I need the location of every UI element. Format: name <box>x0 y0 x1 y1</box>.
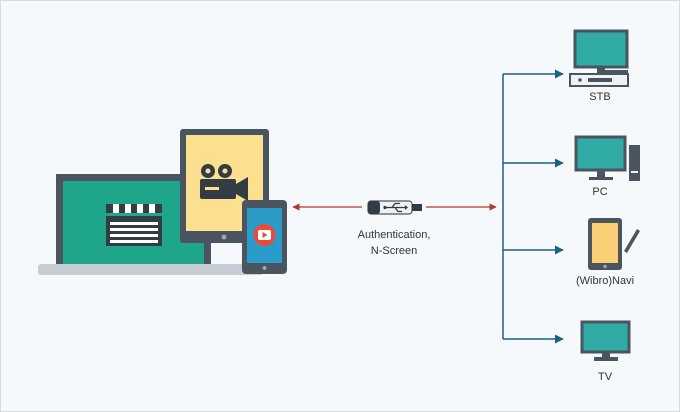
tv-monitor-icon <box>580 320 631 361</box>
stb-monitor-icon <box>569 29 629 87</box>
target-label-stb: STB <box>589 91 611 103</box>
clapperboard-icon <box>106 204 162 246</box>
youtube-play-icon <box>253 224 276 246</box>
usb-dongle-icon <box>367 200 422 215</box>
navi-tablet-icon <box>588 218 640 270</box>
stylus-icon <box>624 229 640 253</box>
target-label-pc: PC <box>592 186 608 198</box>
branch-connectors <box>502 69 564 344</box>
center-label-line1: Authentication, <box>357 229 431 241</box>
center-label-line2: N-Screen <box>370 245 418 257</box>
target-label-tv: TV <box>597 371 613 383</box>
movie-camera-icon <box>200 164 248 201</box>
pc-monitor-icon <box>574 135 640 181</box>
smartphone-icon <box>242 200 287 274</box>
target-label-navi: (Wibro)Navi <box>575 275 635 287</box>
